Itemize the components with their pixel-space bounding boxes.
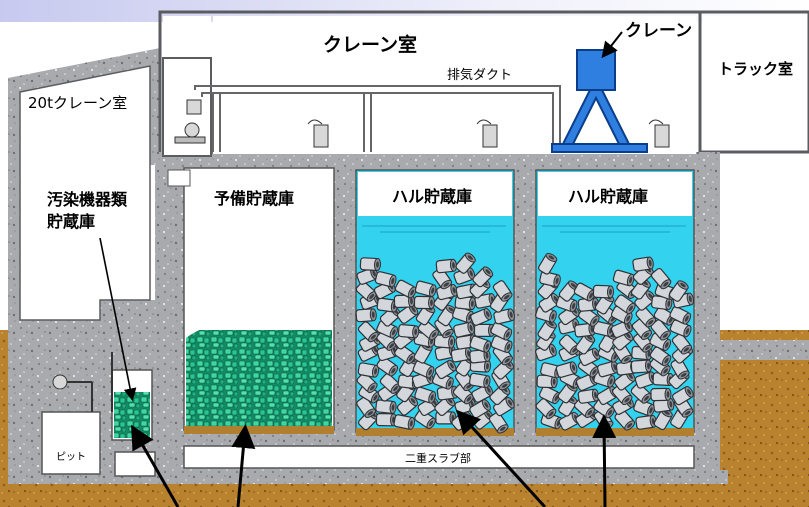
label-pit: ピット [56,452,86,463]
label-20t-crane-room: 20tクレーン室 [28,94,128,112]
hull-piece [359,257,382,272]
exhaust-duct [194,85,561,152]
label-hull-storage-1: ハル貯蔵庫 [392,187,473,206]
room-20t-crane [19,65,151,321]
label-contaminated-line1: 汚染機器類 [47,190,128,209]
label-crane-room: クレーン室 [323,34,418,56]
hull-piece [355,307,378,323]
pump-icon [52,352,113,412]
label-double-slab: 二重スラブ部 [405,452,471,465]
pump-icon [174,99,206,144]
double-slab [183,445,695,469]
hull-piece [630,359,653,374]
label-contaminated-line2: 貯蔵庫 [47,212,96,231]
hull-piece [374,399,398,415]
hull-piece [592,284,615,299]
label-exhaust-duct: 排気ダクト [447,68,513,83]
label-spare-storage: 予備貯蔵庫 [214,189,295,208]
label-truck-room: トラック室 [718,60,794,78]
hull-piece [631,255,655,273]
green-waste-pile [186,330,332,428]
room-truck [703,16,806,150]
hull-piece [650,387,672,402]
valve-icon [307,119,670,148]
hull-piece [397,323,420,339]
arrow-icon [99,237,617,507]
label-crane: クレーン [625,21,693,41]
pit [41,411,101,475]
hull-piece [634,414,658,431]
label-hull-storage-2: ハル貯蔵庫 [568,187,649,206]
hull-piece [435,258,458,274]
hull-piece [413,295,436,310]
